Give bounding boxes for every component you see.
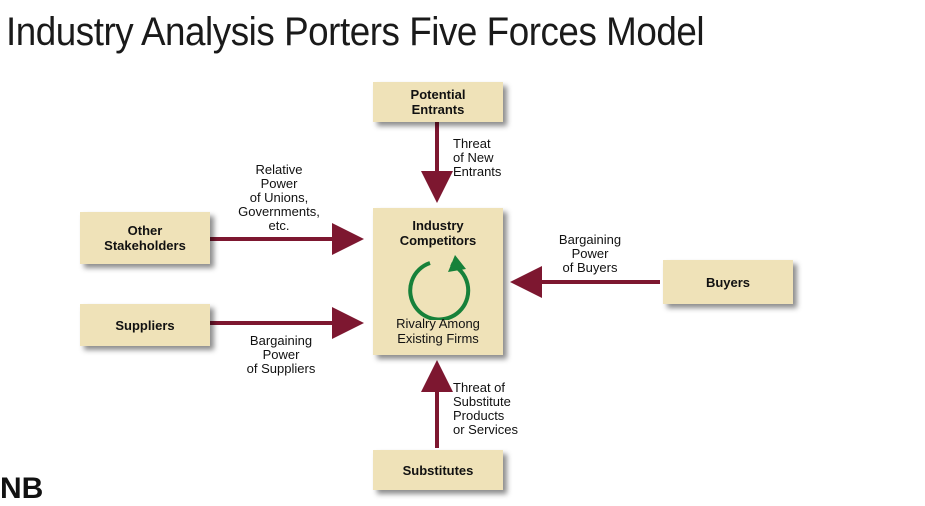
buyers-label: Buyers xyxy=(705,274,751,290)
bargaining-suppliers-label: Bargaining Power of Suppliers xyxy=(246,333,316,376)
other-stakeholders-label: Other Stakeholders xyxy=(104,223,186,253)
relative-power-label: Relative Power of Unions, Governments, e… xyxy=(238,162,320,233)
industry-competitors-box: Industry Competitors Rivalry Among Exist… xyxy=(373,208,503,355)
substitutes-box: Substitutes xyxy=(373,450,503,490)
slide-title: Industry Analysis Porters Five Forces Mo… xyxy=(6,10,705,54)
threat-substitutes-label: Threat of Substitute Products or Service… xyxy=(453,380,519,437)
suppliers-box: Suppliers xyxy=(80,304,210,346)
bargaining-buyers-label: Bargaining Power of Buyers xyxy=(558,232,622,275)
circular-arrow-icon xyxy=(408,255,471,320)
suppliers-label: Suppliers xyxy=(115,317,175,333)
rivalry-label: Rivalry Among Existing Firms xyxy=(396,316,480,346)
substitutes-label: Substitutes xyxy=(402,462,474,478)
potential-entrants-box: Potential Entrants xyxy=(373,82,503,122)
other-stakeholders-box: Other Stakeholders xyxy=(80,212,210,264)
threat-new-entrants-label: Threat of New Entrants xyxy=(453,136,502,179)
buyers-box: Buyers xyxy=(663,260,793,304)
potential-entrants-label: Potential Entrants xyxy=(410,87,466,117)
industry-competitors-title: Industry Competitors xyxy=(399,218,477,248)
logo-text: NB xyxy=(0,472,44,505)
